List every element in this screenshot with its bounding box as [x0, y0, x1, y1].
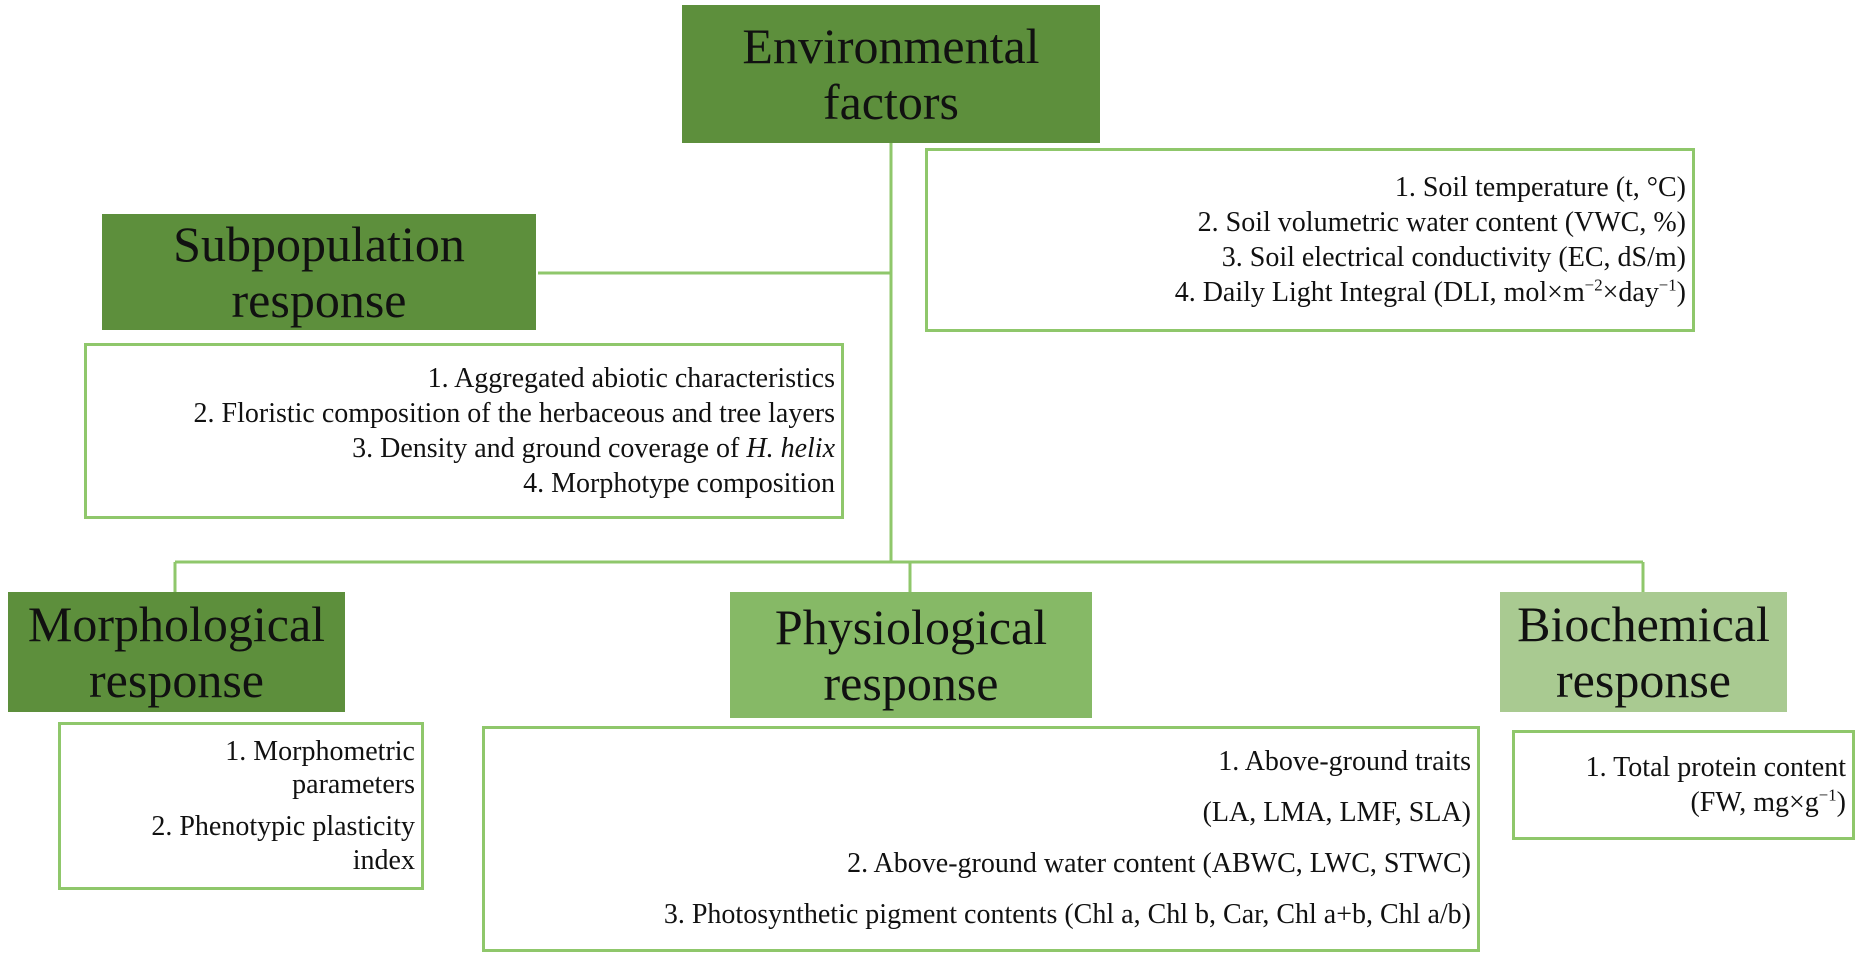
biochemical-item-1-line2-suffix: ) — [1836, 787, 1846, 818]
morphological-item-1-line1: 1. Morphometric — [225, 735, 415, 767]
biochemical-item-1-line1: 1. Total protein content — [1585, 752, 1846, 783]
biochemical-title-line1: Biochemical — [1517, 596, 1770, 652]
subpopulation-item-3-species: H. helix — [746, 433, 835, 464]
physiological-item-2: 2. Above-ground water content (ABWC, LWC… — [847, 848, 1471, 879]
subpopulation-title-line1: Subpopulation — [173, 216, 465, 272]
morphological-item-2-line2: index — [352, 844, 415, 876]
subpopulation-item-3-prefix: 3. Density and ground coverage of — [352, 433, 747, 464]
subpopulation-title-line2: response — [231, 272, 407, 328]
biochemical-item-1-line2-prefix: (FW, mg×g — [1690, 787, 1819, 818]
morphological-item-2-line1: 2. Phenotypic plasticity — [151, 811, 415, 842]
morphological-item-1-line2: parameters — [292, 769, 415, 801]
biochemical-list: 1. Total protein content (FW, mg×g−1) — [1512, 730, 1855, 840]
environmental-factors-box: Environmental factors — [682, 5, 1100, 143]
physiological-title-line2: response — [823, 655, 999, 711]
morphological-title-line2: response — [89, 652, 264, 708]
subpopulation-item-2: 2. Floristic composition of the herbaceo… — [193, 398, 835, 429]
environmental-item-3: 3. Soil electrical conductivity (EC, dS/… — [1221, 242, 1686, 273]
biochemical-title-line2: response — [1556, 652, 1731, 708]
subpopulation-response-box: Subpopulation response — [102, 214, 536, 330]
physiological-item-1-detail: (LA, LMA, LMF, SLA) — [1202, 797, 1471, 829]
biochemical-item-1-line2: (FW, mg×g−1) — [1515, 785, 1846, 820]
environmental-item-4-suffix: ) — [1676, 277, 1686, 308]
biochemical-item-1-line2-exp: −1 — [1818, 785, 1837, 805]
morphological-list: 1. Morphometric parameters 2. Phenotypic… — [58, 722, 424, 890]
environmental-item-4-exp1: −2 — [1584, 275, 1603, 295]
environmental-factors-title-line1: Environmental — [742, 18, 1040, 74]
physiological-item-3: 3. Photosynthetic pigment contents (Chl … — [663, 898, 1471, 930]
environmental-item-4-exp2: −1 — [1658, 275, 1677, 295]
physiological-title-line1: Physiological — [774, 599, 1048, 655]
environmental-item-2: 2. Soil volumetric water content (VWC, %… — [1197, 207, 1686, 238]
subpopulation-item-4: 4. Morphotype composition — [523, 468, 835, 499]
physiological-list: 1. Above-ground traits (LA, LMA, LMF, SL… — [482, 726, 1480, 952]
environmental-item-4-mid: ×day — [1602, 277, 1659, 308]
environmental-item-4: 4. Daily Light Integral (DLI, mol×m−2×da… — [928, 275, 1686, 310]
biochemical-response-box: Biochemical response — [1500, 592, 1787, 712]
subpopulation-item-1: 1. Aggregated abiotic characteristics — [427, 363, 835, 394]
physiological-response-box: Physiological response — [730, 592, 1092, 718]
morphological-response-box: Morphological response — [8, 592, 345, 712]
physiological-item-1: 1. Above-ground traits — [1218, 746, 1471, 778]
environmental-item-4-prefix: 4. Daily Light Integral (DLI, mol×m — [1174, 277, 1585, 308]
subpopulation-item-3: 3. Density and ground coverage of H. hel… — [87, 431, 835, 466]
morphological-title-line1: Morphological — [27, 596, 326, 652]
environmental-item-1: 1. Soil temperature (t, °C) — [1394, 172, 1686, 203]
environmental-factors-list: 1. Soil temperature (t, °C) 2. Soil volu… — [925, 148, 1695, 332]
environmental-factors-title-line2: factors — [822, 74, 960, 130]
subpopulation-list: 1. Aggregated abiotic characteristics 2.… — [84, 343, 844, 519]
